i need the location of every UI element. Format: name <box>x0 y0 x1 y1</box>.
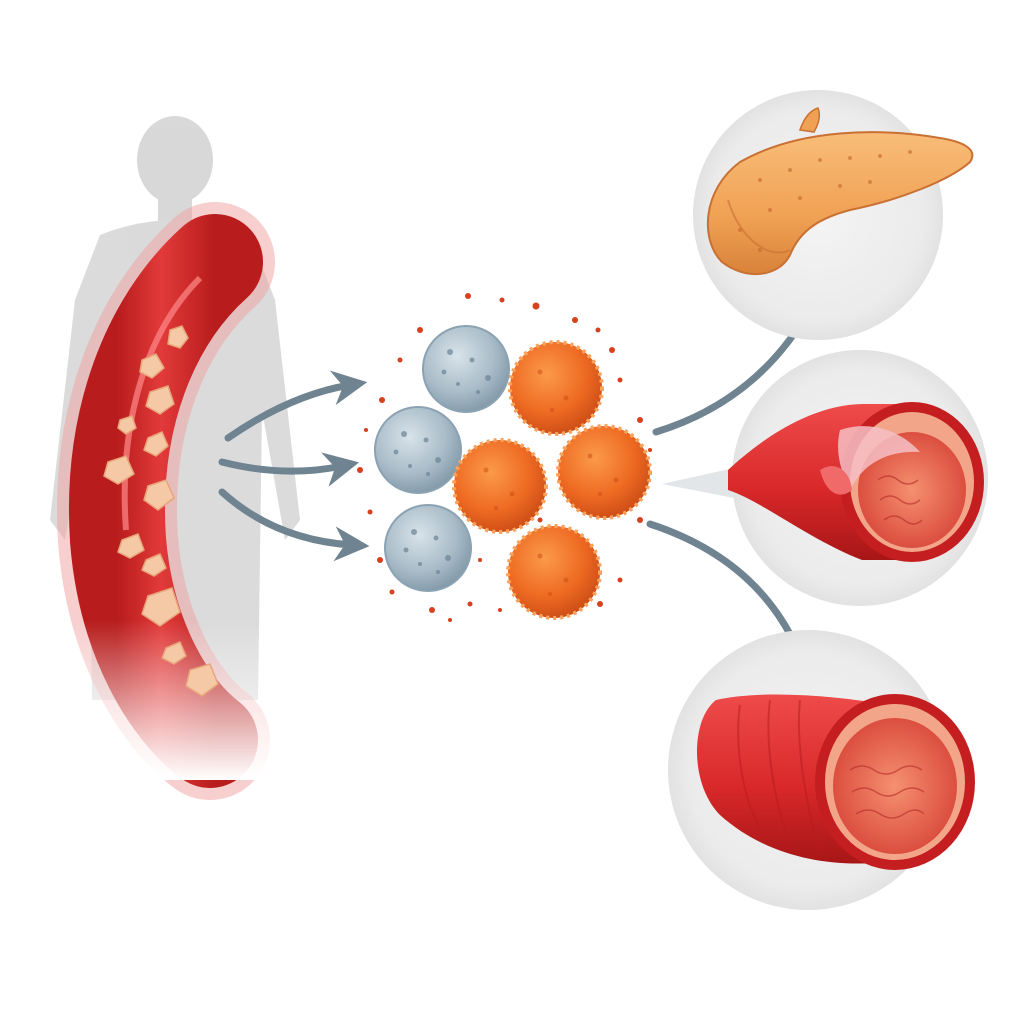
input-arrows <box>218 370 370 562</box>
pancreas-panel <box>693 90 974 340</box>
blue-cell <box>384 504 472 592</box>
healthy-artery-panel <box>668 630 975 910</box>
pancreas <box>706 107 974 275</box>
blue-cell <box>422 325 510 413</box>
orange-cell <box>452 438 548 534</box>
damaged-artery-panel <box>728 350 988 606</box>
cell-cluster <box>374 325 652 620</box>
healthy-artery <box>696 694 975 870</box>
orange-cell <box>508 340 604 436</box>
damaged-artery <box>728 402 984 562</box>
blood-vessel <box>57 202 320 800</box>
arrow-2 <box>218 452 360 487</box>
orange-cell <box>556 424 652 520</box>
orange-cell <box>506 524 602 620</box>
arrow-1 <box>224 370 368 442</box>
blue-cell <box>374 406 462 494</box>
glucose-crystals <box>103 325 219 697</box>
arrow-3 <box>218 488 370 562</box>
